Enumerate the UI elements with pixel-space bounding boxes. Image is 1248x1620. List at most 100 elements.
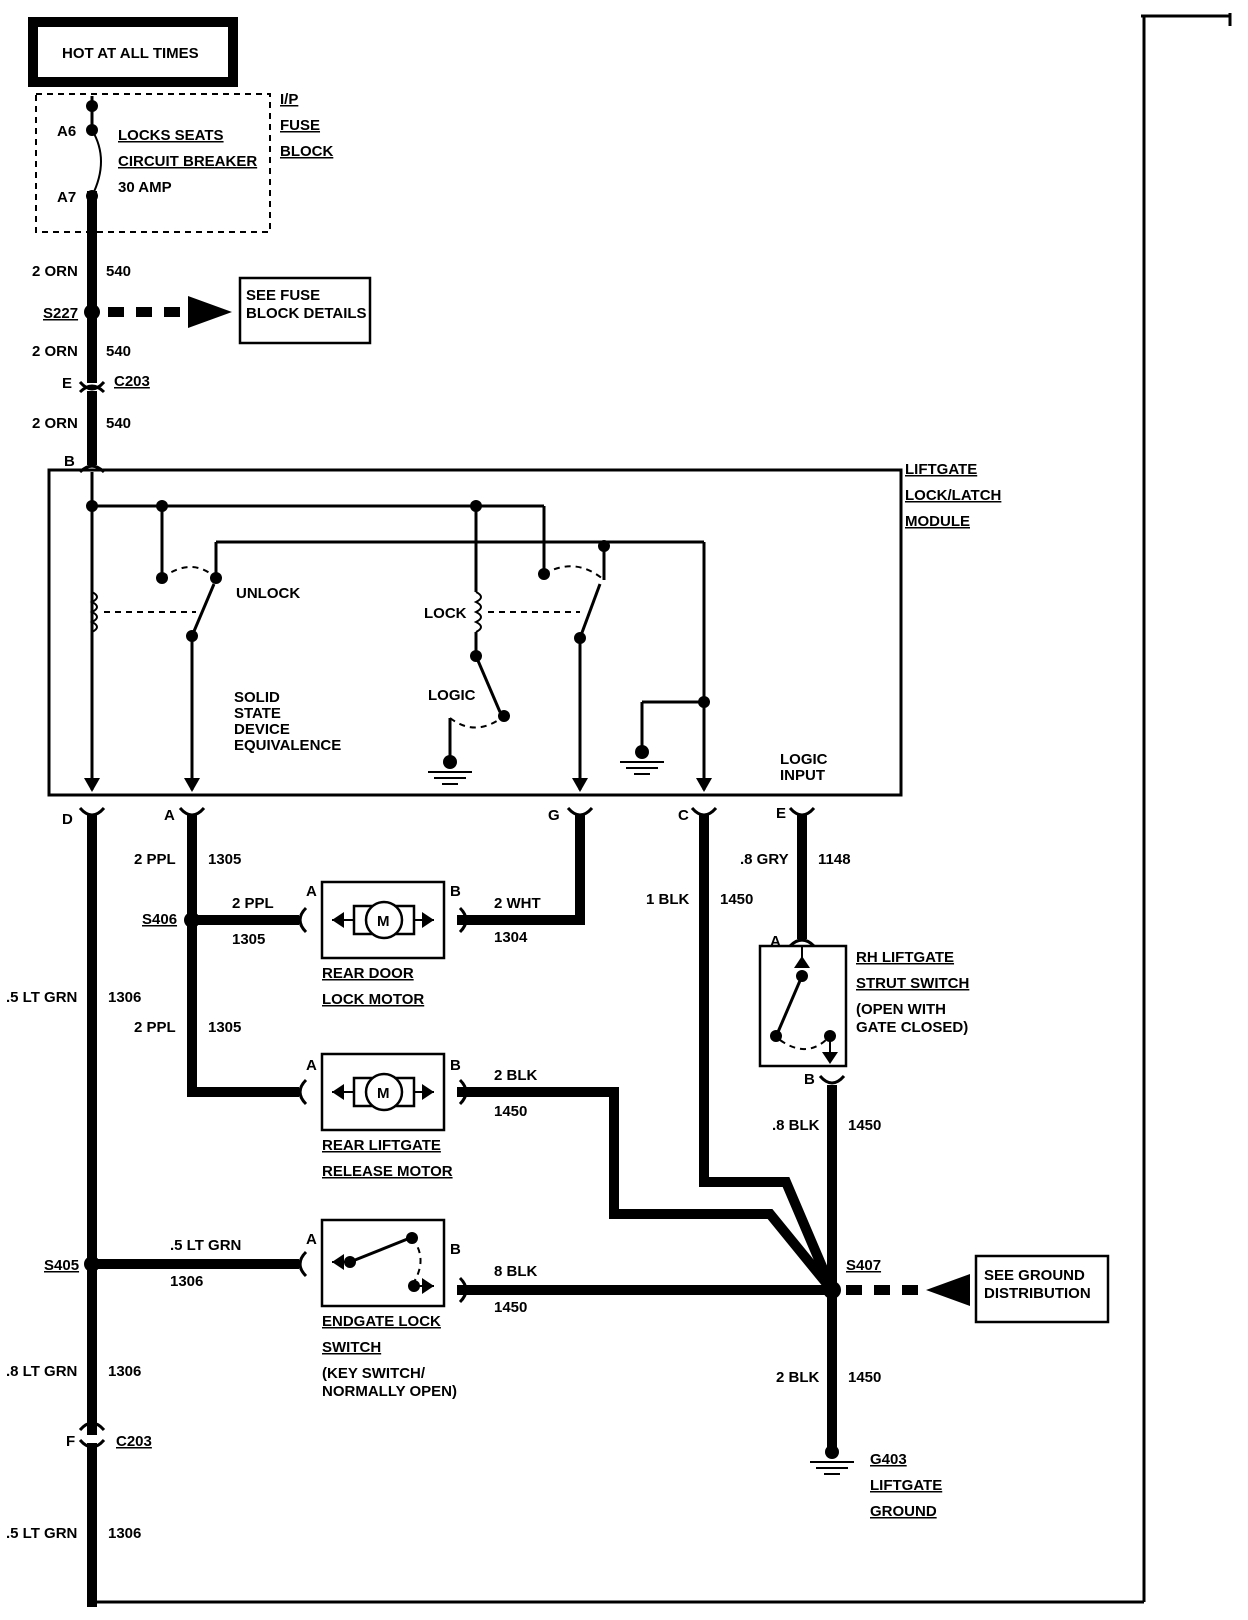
rdlm-motor-glyph: M <box>377 913 390 930</box>
egl-gauge: .5 LT GRN <box>170 1237 241 1254</box>
a-circuit: 1305 <box>208 851 241 868</box>
module-title-3: MODULE <box>905 513 970 530</box>
pin-g: G <box>548 807 560 824</box>
fuse-block-line2: FUSE <box>280 117 320 134</box>
c203b-label: C203 <box>116 1433 152 1450</box>
solid-state-1: SOLID <box>234 689 280 706</box>
d3-gauge: .5 LT GRN <box>6 1525 77 1542</box>
w2-circuit: 540 <box>106 343 131 360</box>
pin-a6: A6 <box>57 123 76 140</box>
circuit-breaker-symbol <box>86 96 102 237</box>
c-gauge: 1 BLK <box>646 891 690 908</box>
rdlm-pin-b: B <box>450 883 461 900</box>
egl-out-gauge: 8 BLK <box>494 1263 538 1280</box>
g403-line1: G403 <box>870 1451 907 1468</box>
rear-door-lock-motor: A M B REAR DOOR LOCK MOTOR <box>298 880 468 1008</box>
c203-label: C203 <box>114 373 150 390</box>
w1-gauge: 2 ORN <box>32 263 78 280</box>
unlock-label: UNLOCK <box>236 585 300 602</box>
ip-fuse-block: I/P FUSE BLOCK A6 A7 LOCKS SEATS CIRCUIT… <box>35 91 333 233</box>
c203-pin-e: E <box>62 375 72 392</box>
strut-label-2: STRUT SWITCH <box>856 975 969 992</box>
s407-label: S407 <box>846 1257 881 1274</box>
w3-gauge: 2 ORN <box>32 415 78 432</box>
c203b-pin-f: F <box>66 1433 75 1450</box>
w1-circuit: 540 <box>106 263 131 280</box>
s405-label: S405 <box>44 1257 79 1274</box>
g403-line2: LIFTGATE <box>870 1477 942 1494</box>
rdlm-pin-a: A <box>306 883 317 900</box>
a2-circuit: 1305 <box>208 1019 241 1036</box>
strut-pin-b: B <box>804 1071 815 1088</box>
strut-out-circuit: 1450 <box>848 1117 881 1134</box>
rlrm-out-circuit: 1450 <box>494 1103 527 1120</box>
g403-gauge: 2 BLK <box>776 1369 820 1386</box>
a-gauge: 2 PPL <box>134 851 176 868</box>
fuse-block-line1: I/P <box>280 91 298 108</box>
g403-line3: GROUND <box>870 1503 937 1520</box>
egl-circuit: 1306 <box>170 1273 203 1290</box>
d2-circuit: 1306 <box>108 1363 141 1380</box>
egl-pin-b: B <box>450 1241 461 1258</box>
pin-e: E <box>776 805 786 822</box>
w3-circuit: 540 <box>106 415 131 432</box>
breaker-line3: 30 AMP <box>118 179 172 196</box>
strut-out-gauge: .8 BLK <box>772 1117 820 1134</box>
ground-dist-line2: DISTRIBUTION <box>984 1285 1091 1302</box>
hot-at-all-times-box: HOT AT ALL TIMES <box>28 17 238 87</box>
egl-label-2: SWITCH <box>322 1339 381 1356</box>
e-gauge: .8 GRY <box>740 851 789 868</box>
endgate-lock-switch: A B ENDGATE LOCK SWITCH (KEY SWITCH/ NOR… <box>298 1218 468 1400</box>
rear-liftgate-release-motor: A M B REAR LIFTGATE RELEASE MOTOR <box>298 1052 468 1180</box>
s227-label: S227 <box>43 305 78 322</box>
lock-label: LOCK <box>424 605 467 622</box>
rh-liftgate-strut-switch: A B RH LIFTGATE STRUT SWITCH (OPEN WITH … <box>758 933 969 1088</box>
rlrm-label-1: REAR LIFTGATE <box>322 1137 441 1154</box>
g403-circuit: 1450 <box>848 1369 881 1386</box>
module-pin-b: B <box>64 453 75 470</box>
pin-a7: A7 <box>57 189 76 206</box>
d-circuit: 1306 <box>108 989 141 1006</box>
logic-input-2: INPUT <box>780 767 825 784</box>
w2-gauge: 2 ORN <box>32 343 78 360</box>
rlrm-pin-b: B <box>450 1057 461 1074</box>
wire-labels: 2 PPL 1305 S406 2 PPL 1305 2 WHT 1304 1 … <box>6 851 942 1542</box>
splice-s227 <box>84 304 100 320</box>
rdlm-out-circuit: 1304 <box>494 929 528 946</box>
ground-dist-line1: SEE GROUND <box>984 1267 1085 1284</box>
pin-a: A <box>164 807 175 824</box>
solid-state-3: DEVICE <box>234 721 290 738</box>
egl-out-circuit: 1450 <box>494 1299 527 1316</box>
solid-state-2: STATE <box>234 705 281 722</box>
a2-gauge: 2 PPL <box>134 1019 176 1036</box>
ground-distribution-ref[interactable]: SEE GROUND DISTRIBUTION <box>974 1254 1110 1324</box>
module-title-2: LOCK/LATCH <box>905 487 1001 504</box>
d2-gauge: .8 LT GRN <box>6 1363 77 1380</box>
egl-label-1: ENDGATE LOCK <box>322 1313 441 1330</box>
d-gauge: .5 LT GRN <box>6 989 77 1006</box>
rlrm-motor-glyph: M <box>377 1085 390 1102</box>
fuse-details-box[interactable] <box>238 276 372 345</box>
fuse-details-line2: BLOCK DETAILS <box>246 305 367 322</box>
rlrm-out-gauge: 2 BLK <box>494 1067 538 1084</box>
fuse-block-line3: BLOCK <box>280 143 333 160</box>
breaker-line1: LOCKS SEATS <box>118 127 224 144</box>
d3-circuit: 1306 <box>108 1525 141 1542</box>
c-circuit: 1450 <box>720 891 753 908</box>
module-title-1: LIFTGATE <box>905 461 977 478</box>
strut-label-3: (OPEN WITH <box>856 1001 946 1018</box>
e-circuit: 1148 <box>818 851 851 868</box>
rdlm-out-gauge: 2 WHT <box>494 895 541 912</box>
rdlm-label-1: REAR DOOR <box>322 965 414 982</box>
rdlm-gauge: 2 PPL <box>232 895 274 912</box>
feed-circuit: 2 ORN 540 S227 SEE FUSE BLOCK DETAILS 2 … <box>32 227 372 474</box>
solid-state-4: EQUIVALENCE <box>234 737 341 754</box>
pin-c: C <box>678 807 689 824</box>
logic-input-1: LOGIC <box>780 751 828 768</box>
egl-label-4: NORMALLY OPEN) <box>322 1383 457 1400</box>
rdlm-circuit: 1305 <box>232 931 265 948</box>
breaker-line2: CIRCUIT BREAKER <box>118 153 257 170</box>
egl-label-3: (KEY SWITCH/ <box>322 1365 426 1382</box>
fuse-details-line1: SEE FUSE <box>246 287 320 304</box>
